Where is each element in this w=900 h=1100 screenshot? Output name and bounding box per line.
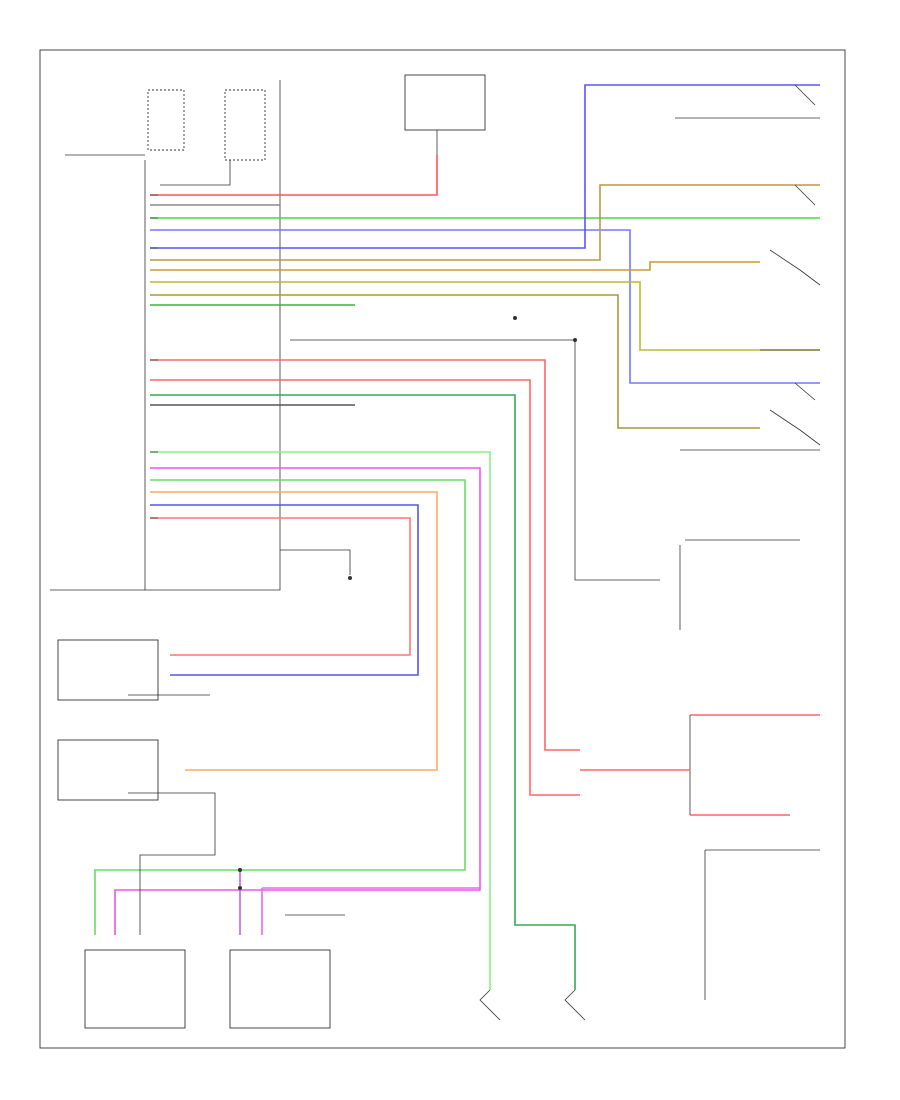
ground-icon xyxy=(238,316,577,890)
wire-red-mid-1 xyxy=(150,359,580,751)
switch-rear-right xyxy=(675,84,821,451)
wire-orange-1 xyxy=(150,491,438,771)
wire-red-mid-2 xyxy=(150,379,580,796)
wire-blue-top xyxy=(150,84,820,249)
relay-top-center xyxy=(404,74,486,155)
left-front-lock-motor xyxy=(84,949,186,1029)
diagram-frame xyxy=(39,49,846,1049)
wire-thin-gray xyxy=(290,339,610,581)
wire-lightblue-1 xyxy=(150,229,820,384)
right-front-lock-motor xyxy=(229,914,345,1029)
wire-green-mid xyxy=(150,394,576,990)
connector-pin-marks xyxy=(150,194,158,519)
switch-left-front-door xyxy=(57,739,216,935)
control-module-right xyxy=(610,539,800,630)
switch-left-rear-door xyxy=(57,639,210,701)
left-rear-door-switch-bottom xyxy=(479,989,501,1021)
wire-olive-1 xyxy=(150,261,760,271)
connector-block-left xyxy=(50,80,281,591)
wire-red-top-right xyxy=(150,184,820,261)
wire-pink-1 xyxy=(114,467,481,935)
right-rear-door-switch-bottom xyxy=(564,989,586,1021)
wire-ground-1 xyxy=(280,549,351,575)
wire-red-relay xyxy=(150,155,438,196)
trunk-light-switch xyxy=(580,714,820,1000)
wire-green-low-1 xyxy=(150,451,491,990)
wire-yellow-1 xyxy=(150,281,820,351)
wire-red-low xyxy=(150,517,411,656)
wire-olive-2 xyxy=(150,294,760,429)
wire-green-low-2 xyxy=(94,479,466,935)
wire-blue-low xyxy=(150,504,419,676)
